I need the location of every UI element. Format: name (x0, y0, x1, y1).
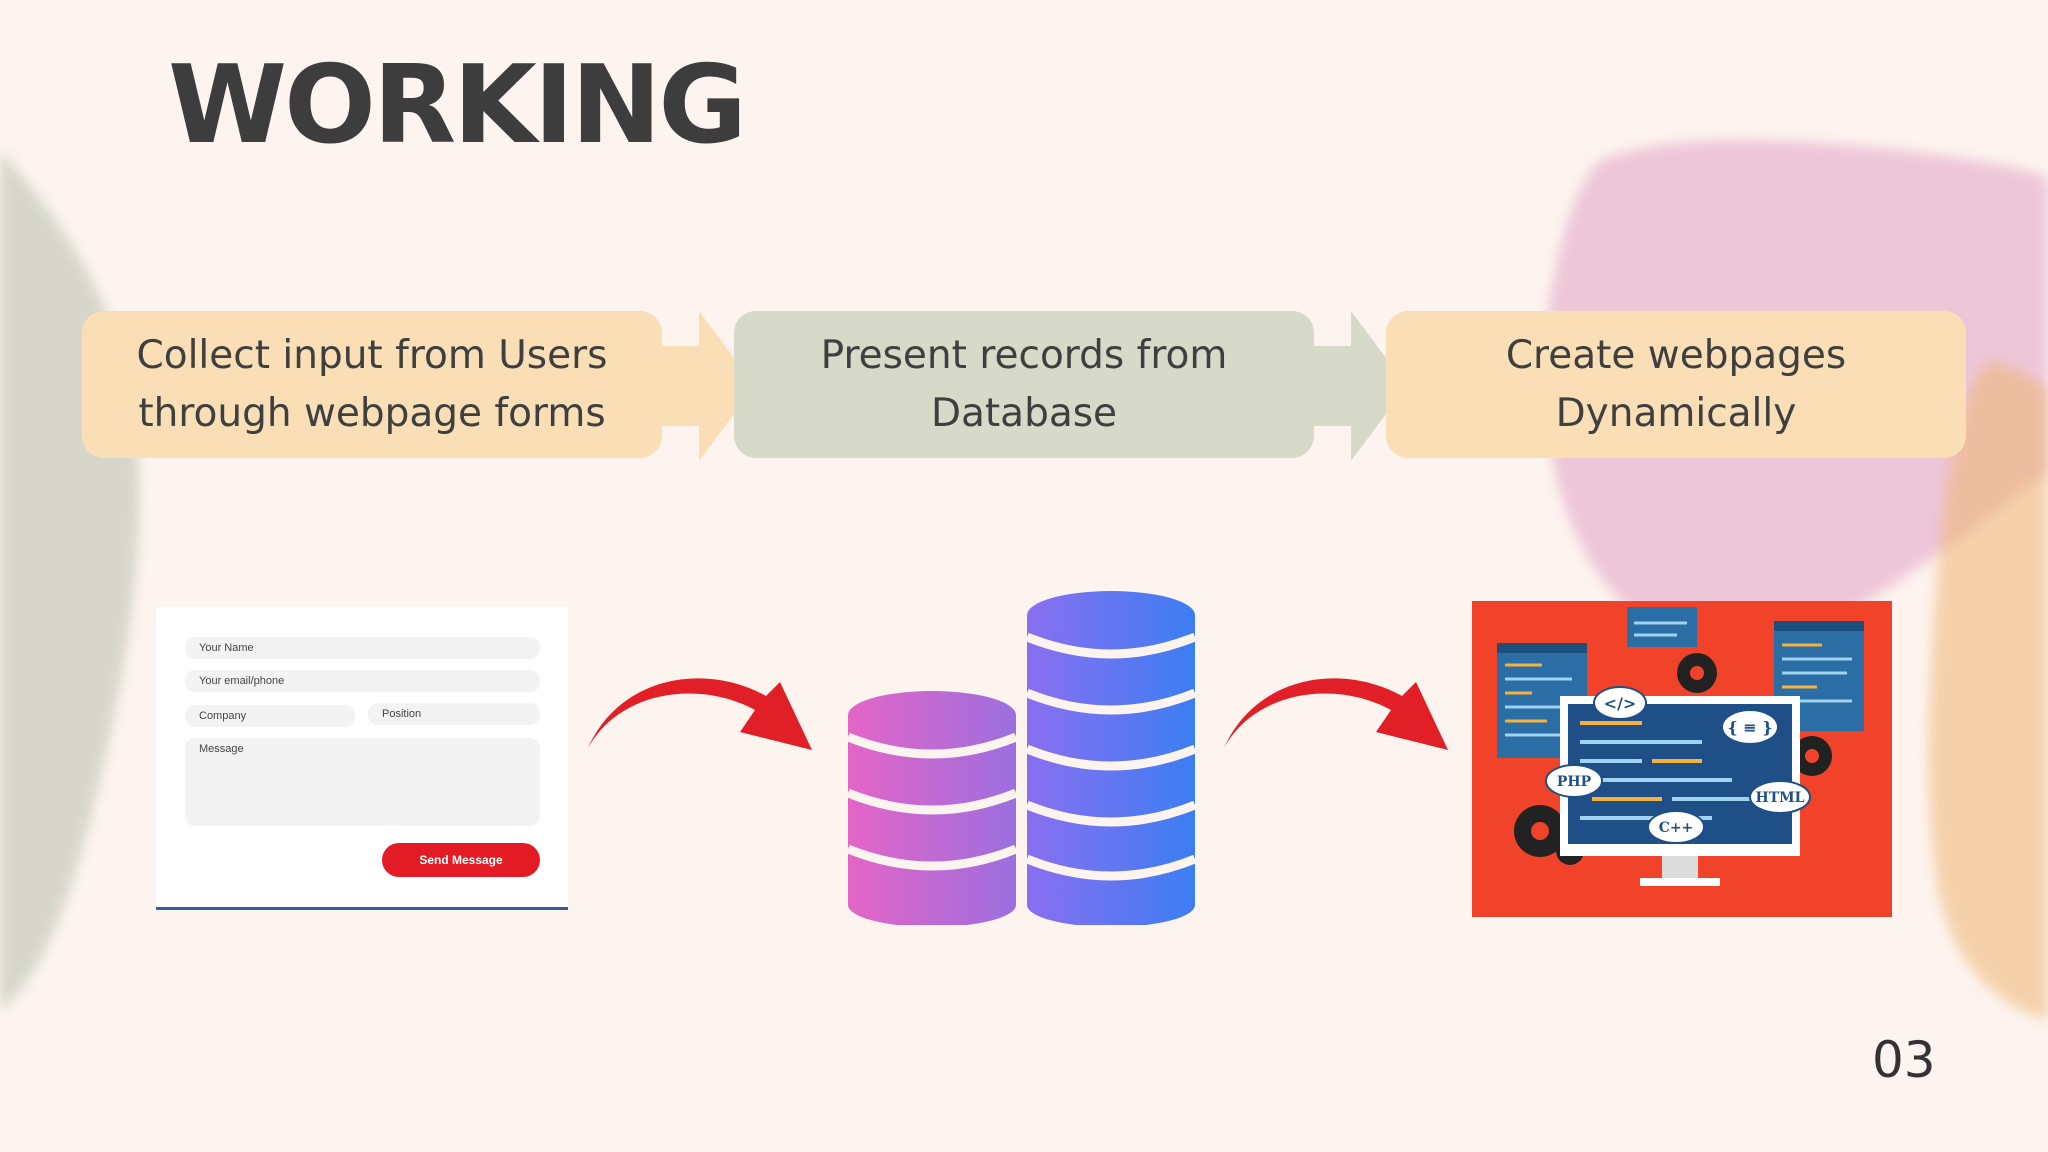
step-collect-input: Collect input from Users through webpage… (82, 311, 662, 458)
step-present-records-label: Present records from Database (820, 332, 1228, 436)
code-tag-label: </> (1604, 694, 1637, 713)
form-field-name: Your Name (185, 637, 540, 659)
database-icon (846, 591, 1197, 925)
step-create-webpages-label: Create webpages Dynamically (1505, 332, 1847, 436)
step-collect-input-label: Collect input from Users through webpage… (136, 332, 608, 436)
step-create-webpages: Create webpages Dynamically (1386, 311, 1966, 458)
form-field-email: Your email/phone (185, 670, 540, 692)
html-label: HTML (1756, 790, 1805, 806)
web-development-icon: </> { ≡ } PHP HTML C++ (1472, 601, 1892, 917)
cpp-label: C++ (1659, 820, 1694, 836)
send-message-button: Send Message (382, 843, 540, 877)
flow-chevron-2 (1307, 311, 1407, 461)
slide-title: WORKING (168, 43, 747, 168)
step-present-records: Present records from Database (734, 311, 1314, 458)
flow-chevron-1 (655, 311, 755, 461)
page-number: 03 (1872, 1031, 1936, 1089)
braces-label: { ≡ } (1727, 718, 1772, 737)
form-field-company: Company (185, 705, 355, 727)
form-field-message: Message (185, 738, 540, 826)
form-mockup: Your Name Your email/phone Company Posit… (156, 607, 568, 910)
php-label: PHP (1557, 774, 1592, 790)
form-field-position: Position (368, 703, 540, 725)
red-curved-arrow-icon (588, 678, 812, 750)
red-curved-arrow-icon-2 (1224, 678, 1448, 750)
